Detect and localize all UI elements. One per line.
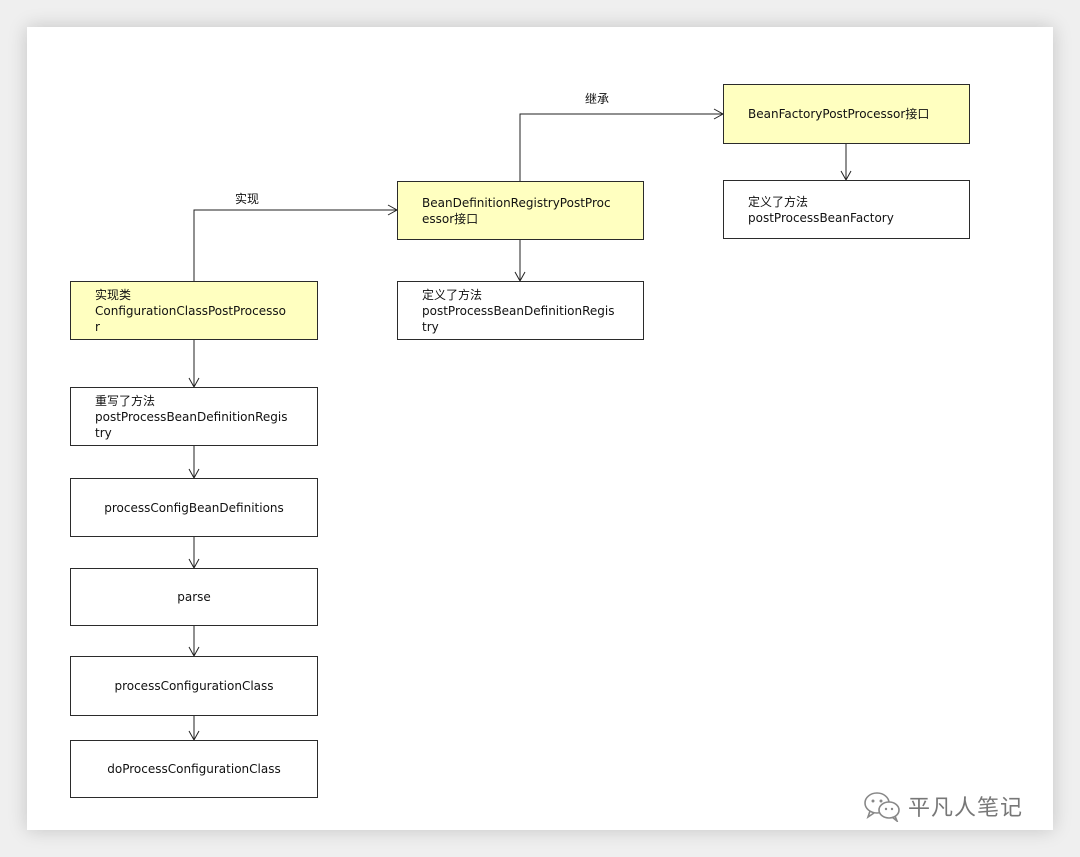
bean-factory-post-processor-label: BeanFactoryPostProcessor接口 <box>748 107 930 121</box>
parse-label: parse <box>177 590 211 604</box>
parse-node[interactable]: parse <box>70 568 318 626</box>
implement-label: 实现 <box>235 192 260 206</box>
wechat-icon <box>864 792 900 822</box>
watermark-text: 平凡人笔记 <box>908 796 1024 821</box>
process-configuration-class-label: processConfigurationClass <box>114 679 274 693</box>
bean-factory-method-node[interactable]: 定义了方法 postProcessBeanFactory <box>723 180 970 239</box>
process-config-bean-definitions-label: processConfigBeanDefinitions <box>104 500 284 515</box>
do-process-configuration-class-label: doProcessConfigurationClass <box>107 762 281 776</box>
registry-post-processor-node[interactable]: BeanDefinitionRegistryPostProc essor接口 <box>397 181 644 240</box>
registry-post-processor-label: BeanDefinitionRegistryPostProc essor接口 <box>422 195 611 226</box>
registry-method-label: 定义了方法 postProcessBeanDefinitionRegis try <box>422 287 615 334</box>
watermark: 平凡人笔记 <box>862 790 1023 822</box>
override-method-label: 重写了方法 postProcessBeanDefinitionRegis try <box>95 393 288 440</box>
implement-arrow <box>193 204 399 281</box>
process-config-bean-definitions-node[interactable]: processConfigBeanDefinitions <box>70 478 318 537</box>
inherit-arrow <box>519 108 725 181</box>
configuration-class-post-processor-label: 实现类 ConfigurationClassPostProcesso r <box>95 287 286 334</box>
override-method-node[interactable]: 重写了方法 postProcessBeanDefinitionRegis try <box>70 387 318 446</box>
process-configuration-class-node[interactable]: processConfigurationClass <box>70 656 318 716</box>
registry-method-node[interactable]: 定义了方法 postProcessBeanDefinitionRegis try <box>397 281 644 340</box>
bean-factory-method-label: 定义了方法 postProcessBeanFactory <box>748 194 894 225</box>
do-process-configuration-class-node[interactable]: doProcessConfigurationClass <box>70 740 318 798</box>
configuration-class-post-processor-node[interactable]: 实现类 ConfigurationClassPostProcesso r <box>70 281 318 340</box>
inherit-label: 继承 <box>585 92 610 106</box>
bean-factory-post-processor-node[interactable]: BeanFactoryPostProcessor接口 <box>723 84 970 144</box>
